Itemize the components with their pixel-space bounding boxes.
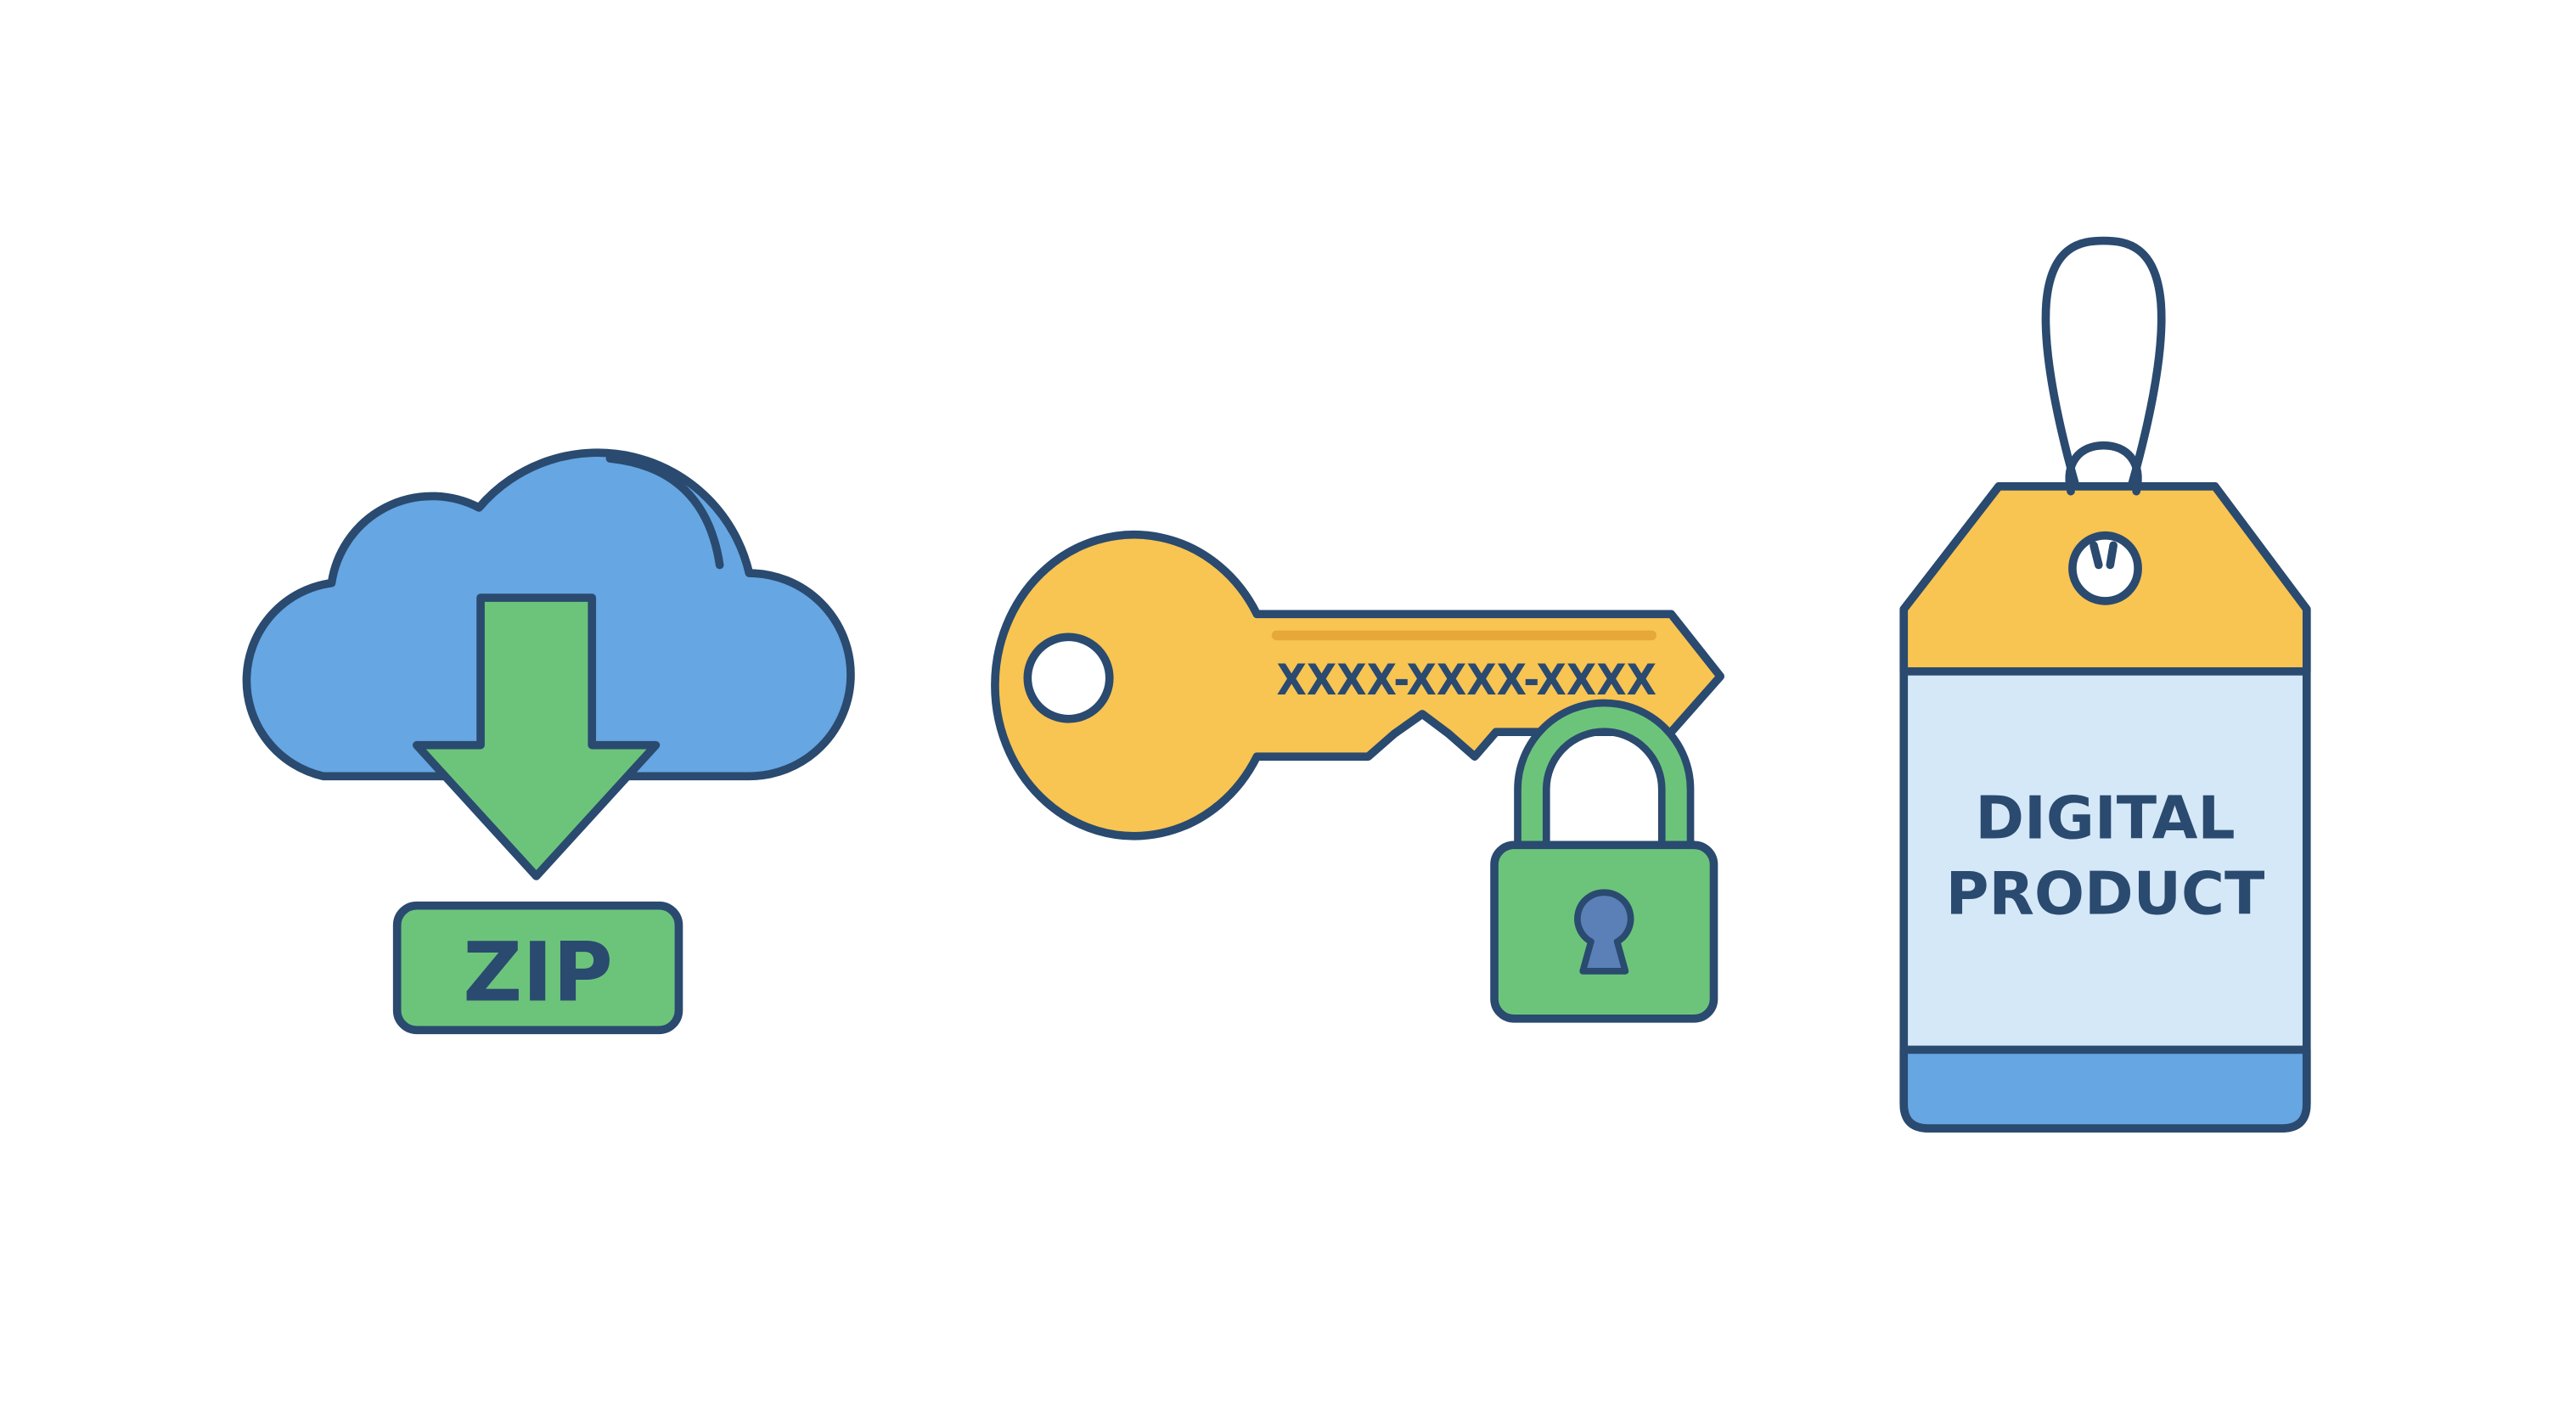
cloud-download-icon — [242, 448, 855, 880]
cloud-highlight — [605, 454, 724, 570]
tag-string-through-eyelet — [2089, 541, 2118, 570]
keyhole-icon — [1574, 889, 1634, 975]
tag-label-line1: DIGITAL — [1975, 785, 2235, 853]
download-arrow-icon — [413, 593, 661, 880]
padlock-icon — [1490, 699, 1718, 1023]
tag-label-line2: PRODUCT — [1946, 860, 2265, 928]
key-ring-hole — [1023, 632, 1114, 723]
tag-string — [2041, 236, 2166, 550]
tag-string-knot — [2065, 441, 2142, 496]
price-tag-icon: DIGITAL PRODUCT — [1899, 236, 2311, 1133]
tag-bottom-band — [1899, 1045, 2311, 1133]
zip-badge-label: ZIP — [463, 925, 613, 1020]
key-icon: XXXX-XXXX-XXXX — [991, 530, 1725, 840]
key-shape — [991, 530, 1725, 840]
license-key-text: XXXX-XXXX-XXXX — [1276, 655, 1656, 705]
tag-eyelet — [2068, 531, 2142, 605]
zip-badge: ZIP — [392, 901, 683, 1035]
padlock-shackle-fill — [1521, 706, 1687, 852]
